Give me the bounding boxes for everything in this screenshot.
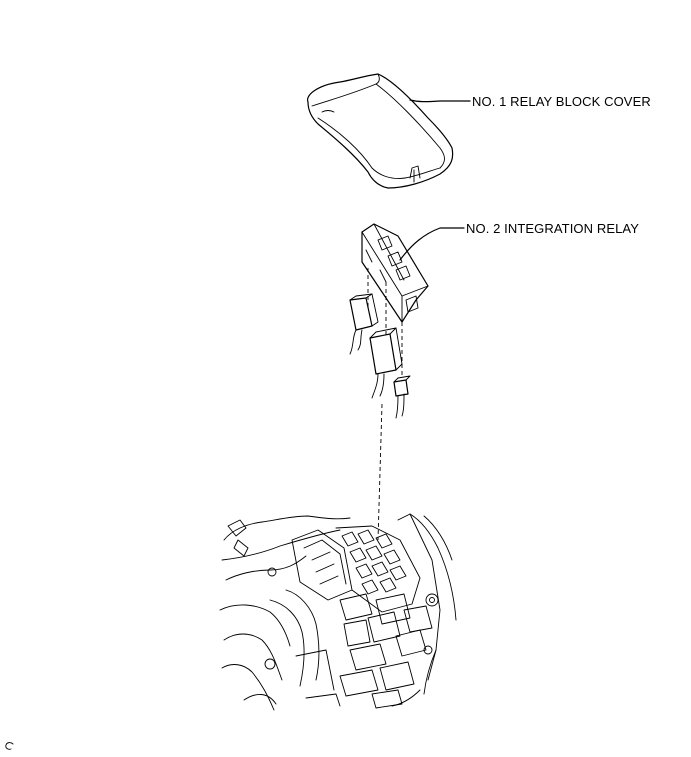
connector-left	[349, 293, 379, 355]
cover-leader-line	[409, 99, 471, 103]
integration-relay-label: NO. 2 INTEGRATION RELAY	[466, 221, 640, 236]
connector-middle	[369, 327, 403, 399]
relay-leader-line	[399, 227, 465, 261]
relay-block-cover	[307, 73, 454, 189]
footer-mark	[5, 742, 14, 750]
connector-small	[393, 375, 411, 419]
integration-relay	[361, 223, 429, 323]
engine-compartment	[219, 513, 457, 711]
relay-block-cover-label: NO. 1 RELAY BLOCK COVER	[472, 94, 651, 109]
